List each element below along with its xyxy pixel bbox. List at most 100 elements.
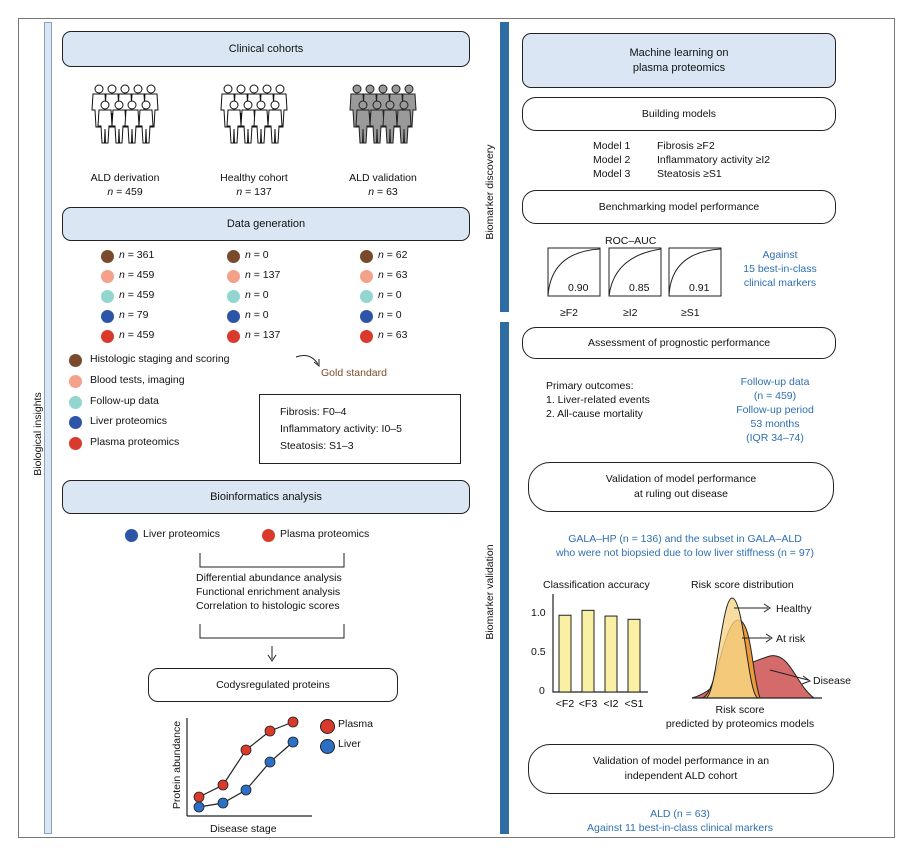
ml-header: Machine learning on plasma proteomics (522, 33, 836, 88)
benchmarking-label: Benchmarking model performance (598, 200, 760, 213)
legend-plasma: Plasma proteomics (90, 436, 180, 448)
dg-value: n = 63 (378, 329, 408, 341)
primary-outcomes-title: Primary outcomes: (546, 380, 634, 392)
dg-dot-histologic (360, 250, 373, 263)
plasma-points (193, 716, 299, 803)
roc-value-1: 0.90 (568, 282, 589, 294)
gala-line1: GALA–HP (n = 136) and the subset in GALA… (568, 533, 802, 545)
legend-histologic: Histologic staging and scoring (90, 353, 230, 365)
dg-value: n = 459 (119, 329, 155, 341)
model-2-target: Inflammatory activity ≥I2 (657, 154, 771, 166)
followup-line5: (IQR 34–74) (746, 432, 804, 444)
benchmarking-box: Benchmarking model performance (522, 190, 836, 224)
dg-value: n = 459 (119, 269, 155, 281)
ml-header-line1: Machine learning on (629, 46, 729, 59)
risk-label-disease: Disease (813, 675, 851, 687)
dg-dot-liver (101, 310, 114, 323)
dg-dot-followup (101, 290, 114, 303)
gold-standard-arrow (295, 355, 320, 368)
dg-dot-histologic (101, 250, 114, 263)
dg-value: n = 79 (119, 309, 149, 321)
followup-line2: (n = 459) (753, 390, 797, 402)
building-models-box: Building models (522, 97, 836, 131)
staging-inflammatory: Inflammatory activity: I0–5 (280, 423, 402, 435)
analysis-3: Correlation to histologic scores (196, 600, 340, 612)
plot-legend-plasma-dot (320, 719, 335, 734)
followup-info: Follow-up data (n = 459) Follow-up perio… (725, 375, 825, 445)
risk-xlabel-line2: predicted by proteomics models (665, 718, 815, 730)
legend-dot-histologic (69, 354, 82, 367)
dg-dot-plasma (360, 330, 373, 343)
bioinfo-bracket (199, 553, 345, 662)
prognostic-label: Assessment of prognostic performance (587, 336, 771, 349)
primary-outcome-2: 2. All-cause mortality (546, 408, 643, 420)
bioinformatics-title: Bioinformatics analysis (210, 490, 322, 503)
cohort-2-name: Healthy cohort (220, 172, 288, 184)
dg-value: n = 361 (119, 249, 155, 261)
model-3-target: Steatosis ≥S1 (657, 168, 722, 180)
roc-title: ROC–AUC (605, 235, 657, 247)
dg-dot-plasma (227, 330, 240, 343)
dg-dot-followup (227, 290, 240, 303)
followup-line3: Follow-up period (736, 404, 814, 416)
legend-dot-liver (69, 416, 82, 429)
dg-dot-blood (101, 270, 114, 283)
primary-outcomes: Primary outcomes: 1. Liver-related event… (546, 379, 650, 421)
legend-dot-plasma (69, 437, 82, 450)
roc-panel-2 (608, 247, 662, 297)
legend-blood: Blood tests, imaging (90, 374, 185, 386)
risk-title: Risk score distribution (691, 579, 794, 591)
followup-line1: Follow-up data (740, 376, 810, 388)
accuracy-category-label: <I2 (604, 698, 619, 710)
figure-frame (18, 18, 895, 838)
roc-against-line1: Against (762, 249, 798, 261)
roc-panel-1 (547, 247, 601, 297)
roc-label-1: ≥F2 (560, 307, 579, 319)
validation-independent-line1: Validation of model performance in an (592, 755, 770, 767)
accuracy-bar (604, 615, 618, 693)
bioinfo-plasma-label: Plasma proteomics (280, 528, 370, 540)
accuracy-category-label: <F2 (556, 698, 575, 710)
cohort-1: ALD derivation n = 459 (75, 171, 175, 199)
dg-value: n = 0 (245, 289, 269, 301)
dg-value: n = 62 (378, 249, 408, 261)
dg-dot-plasma (101, 330, 114, 343)
roc-panel-3 (668, 247, 722, 297)
dg-value: n = 0 (378, 309, 402, 321)
ald-footer-line2: Against 11 best-in-class clinical marker… (587, 822, 773, 834)
acc-ytick-2: 0.5 (531, 646, 546, 658)
data-generation-header: Data generation (62, 207, 470, 241)
model-3-name: Model 3 (593, 168, 631, 180)
analysis-1: Differential abundance analysis (196, 572, 342, 584)
plot-legend-liver-dot (320, 739, 335, 754)
prognostic-box: Assessment of prognostic performance (522, 327, 836, 359)
model-1-name: Model 1 (593, 140, 631, 152)
ald-footer: ALD (n = 63) Against 11 best-in-class cl… (570, 807, 790, 835)
validation-rule-out-line2: at ruling out disease (634, 488, 728, 500)
bioinfo-plasma-dot (262, 529, 275, 542)
dg-dot-blood (227, 270, 240, 283)
acc-ytick-1: 1.0 (531, 607, 546, 619)
accuracy-title: Classification accuracy (543, 579, 650, 591)
validation-independent-box: Validation of model performance in an in… (528, 744, 834, 794)
legend-liver: Liver proteomics (90, 415, 168, 427)
cohort-2: Healthy cohort n = 137 (204, 171, 304, 199)
ald-footer-line1: ALD (n = 63) (650, 808, 710, 820)
plot-legend-plasma: Plasma (338, 718, 374, 730)
cohort-3-n: n = 63 (368, 186, 398, 198)
risk-label-healthy: Healthy (776, 603, 812, 615)
clinical-cohorts-title: Clinical cohorts (228, 42, 304, 55)
dg-dot-liver (227, 310, 240, 323)
validation-rule-out-box: Validation of model performance at rulin… (528, 462, 834, 512)
risk-xlabel: Risk score predicted by proteomics model… (650, 703, 830, 731)
dg-value: n = 137 (245, 269, 281, 281)
dg-value: n = 0 (245, 309, 269, 321)
accuracy-bar (627, 618, 641, 693)
clinical-cohorts-header: Clinical cohorts (62, 31, 470, 67)
dg-dot-histologic (227, 250, 240, 263)
data-generation-title: Data generation (226, 217, 306, 230)
legend-followup: Follow-up data (90, 395, 159, 407)
